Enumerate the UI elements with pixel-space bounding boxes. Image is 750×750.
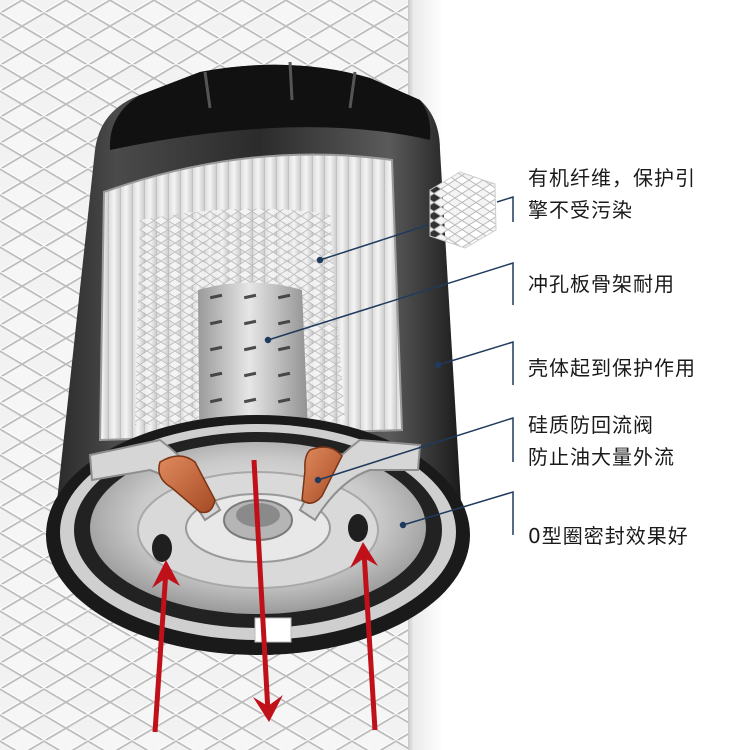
flow-arrow-inlet-right [350,542,378,731]
callout-line-o-ring [399,490,514,535]
callout-line-housing [434,340,514,385]
inlet-hole-left [152,534,172,562]
callout-housing-line-1: 壳体起到保护作用 [528,356,696,380]
inlet-hole-right [348,514,368,542]
callout-line-center-tube [264,261,514,344]
callout-valve-line-1: 硅质防回流阀 [528,413,654,437]
callout-center-tube-line-1: 冲孔板骨架耐用 [528,272,675,296]
flow-arrow-inlet-left [152,560,180,733]
callout-filter-media: 有机纤维，保护引 擎不受污染 [528,162,696,226]
callout-valve-line-2: 防止油大量外流 [528,445,675,469]
flow-arrow-outlet-center [251,459,283,722]
callout-filter-media-line-1: 有机纤维，保护引 [528,166,696,190]
valve-left [158,455,216,514]
callout-line-valve [314,416,514,484]
housing-top-cap [109,64,431,150]
callout-housing: 壳体起到保护作用 [528,352,696,384]
valve-right [301,446,343,504]
callout-center-tube: 冲孔板骨架耐用 [528,268,675,300]
callout-anti-drainback-valve: 硅质防回流阀 防止油大量外流 [528,409,675,473]
callout-line-filter-media [316,195,514,264]
callout-o-ring-line-1: 0型圈密封效果好 [528,524,689,548]
media-swatch-hexagon [429,171,497,249]
callout-filter-media-line-2: 擎不受污染 [528,198,633,222]
callout-o-ring-seal: 0型圈密封效果好 [528,520,689,552]
